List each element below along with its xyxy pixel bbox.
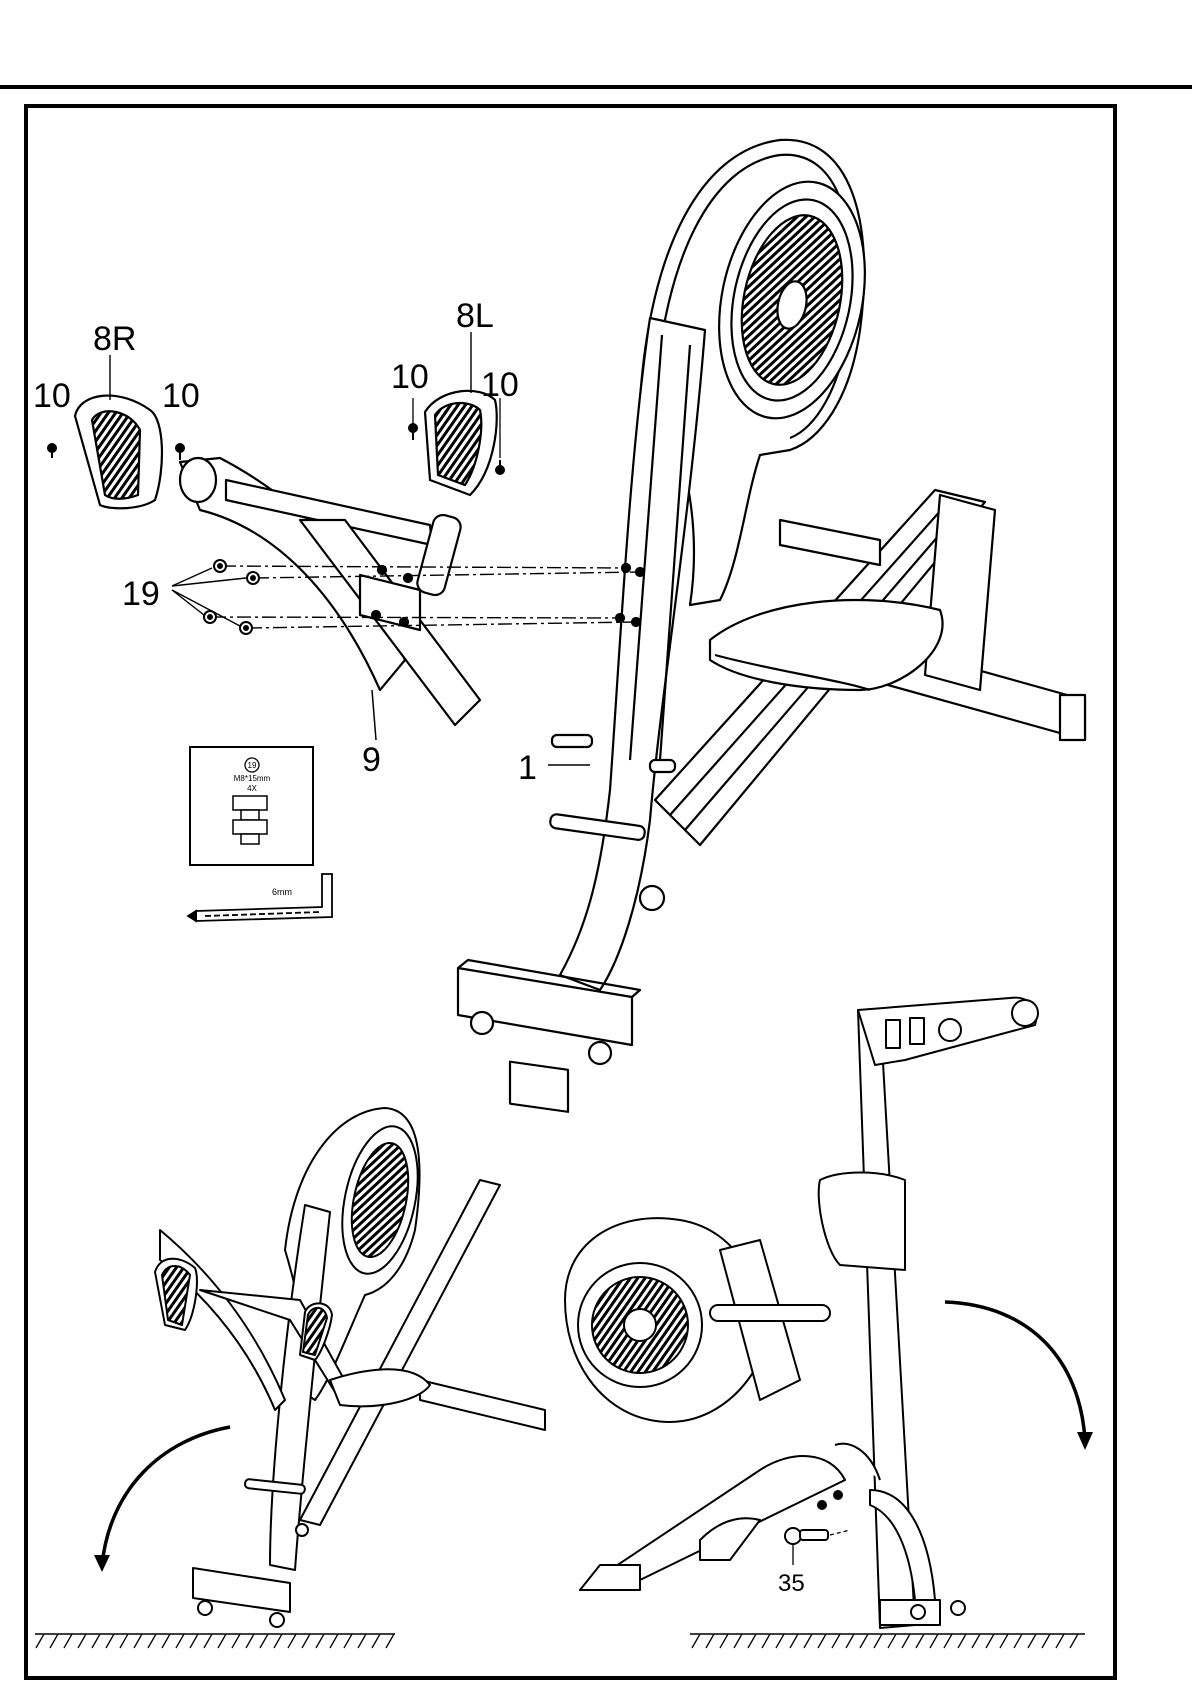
hatch-mark xyxy=(1014,1634,1022,1648)
hatch-mark xyxy=(330,1634,338,1648)
hatch-mark xyxy=(162,1634,170,1648)
label-1: 1 xyxy=(518,749,537,787)
label-10-d: 10 xyxy=(481,366,519,404)
hatch-mark xyxy=(986,1634,994,1648)
hatch-mark xyxy=(64,1634,72,1648)
unfolded-machine-view xyxy=(155,1108,545,1627)
hatch-mark xyxy=(386,1634,394,1648)
label-9: 9 xyxy=(362,741,381,779)
hatch-mark xyxy=(316,1634,324,1648)
hatch-mark xyxy=(930,1634,938,1648)
hatch-mark xyxy=(218,1634,226,1648)
hatch-mark xyxy=(1028,1634,1036,1648)
hatch-mark xyxy=(944,1634,952,1648)
hatch-mark xyxy=(358,1634,366,1648)
hatch-mark xyxy=(902,1634,910,1648)
ground-hatch-right-marks xyxy=(692,1634,1078,1648)
hatch-mark xyxy=(958,1634,966,1648)
hatch-mark xyxy=(92,1634,100,1648)
pin-35 xyxy=(785,1528,828,1565)
hardware-qty: 4X xyxy=(247,784,257,793)
hatch-mark xyxy=(1000,1634,1008,1648)
hatch-mark xyxy=(78,1634,86,1648)
label-10-b: 10 xyxy=(162,377,200,415)
hatch-mark xyxy=(860,1634,868,1648)
hatch-mark xyxy=(190,1634,198,1648)
allen-key-size: 6mm xyxy=(272,887,292,897)
hatch-mark xyxy=(804,1634,812,1648)
label-10-c: 10 xyxy=(391,358,429,396)
hatch-mark xyxy=(818,1634,826,1648)
hatch-mark xyxy=(692,1634,700,1648)
hatch-mark xyxy=(1056,1634,1064,1648)
hatch-mark xyxy=(1042,1634,1050,1648)
hatch-mark xyxy=(916,1634,924,1648)
hatch-mark xyxy=(232,1634,240,1648)
hatch-mark xyxy=(776,1634,784,1648)
hardware-spec: M8*15mm xyxy=(234,774,271,783)
hardware-box: 19 M8*15mm 4X xyxy=(190,747,313,865)
hatch-mark xyxy=(260,1634,268,1648)
hatch-mark xyxy=(302,1634,310,1648)
hatch-mark xyxy=(36,1634,44,1648)
allen-key xyxy=(188,874,332,921)
hatch-mark xyxy=(1070,1634,1078,1648)
hatch-mark xyxy=(748,1634,756,1648)
footrest-frame-9 xyxy=(180,458,480,725)
hatch-mark xyxy=(706,1634,714,1648)
hatch-mark xyxy=(344,1634,352,1648)
hatch-mark xyxy=(734,1634,742,1648)
hatch-mark xyxy=(134,1634,142,1648)
hatch-mark xyxy=(888,1634,896,1648)
label-19: 19 xyxy=(122,575,160,613)
hatch-mark xyxy=(720,1634,728,1648)
pedal-8L xyxy=(425,391,497,495)
hatch-mark xyxy=(176,1634,184,1648)
hatch-mark xyxy=(120,1634,128,1648)
rotate-arrow-right xyxy=(945,1302,1085,1440)
hatch-mark xyxy=(846,1634,854,1648)
hatch-mark xyxy=(246,1634,254,1648)
hatch-mark xyxy=(372,1634,380,1648)
hatch-mark xyxy=(106,1634,114,1648)
hatch-mark xyxy=(972,1634,980,1648)
hatch-mark xyxy=(288,1634,296,1648)
rotate-arrow-left xyxy=(102,1427,230,1565)
hardware-part-number: 19 xyxy=(248,761,257,770)
ground-hatch-left-marks xyxy=(36,1634,394,1648)
hatch-mark xyxy=(50,1634,58,1648)
label-8L: 8L xyxy=(456,297,494,335)
main-frame-assembly xyxy=(458,140,1085,1112)
hatch-mark xyxy=(204,1634,212,1648)
hatch-mark xyxy=(762,1634,770,1648)
hatch-mark xyxy=(274,1634,282,1648)
hatch-mark xyxy=(790,1634,798,1648)
label-10-a: 10 xyxy=(33,377,71,415)
hatch-mark xyxy=(874,1634,882,1648)
hatch-mark xyxy=(148,1634,156,1648)
hatch-mark xyxy=(832,1634,840,1648)
label-35: 35 xyxy=(778,1570,805,1597)
bolts-19 xyxy=(204,560,259,634)
diagram-frame xyxy=(26,106,1115,1678)
pedal-8R xyxy=(75,396,162,509)
label-8R: 8R xyxy=(93,320,136,358)
